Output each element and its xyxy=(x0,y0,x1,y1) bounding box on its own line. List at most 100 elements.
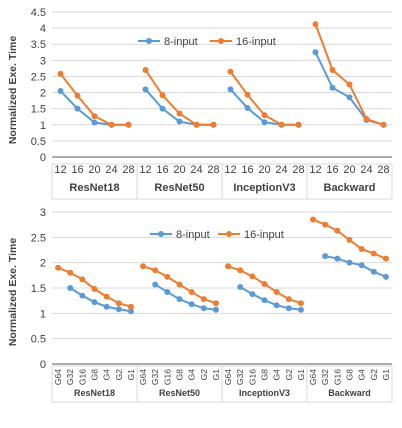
data-point xyxy=(261,112,268,119)
y-axis-label: Normalized Exe. Time xyxy=(7,238,19,347)
data-point xyxy=(91,286,98,293)
data-point xyxy=(295,121,302,128)
data-point xyxy=(329,84,336,91)
data-point xyxy=(159,92,166,99)
data-point xyxy=(285,305,292,312)
x-tick-label: G64 xyxy=(53,369,63,385)
data-point xyxy=(312,49,319,56)
data-point xyxy=(140,263,147,270)
data-point xyxy=(237,283,244,290)
data-point xyxy=(159,105,166,112)
data-point xyxy=(91,119,98,126)
x-tick-label: 12 xyxy=(54,164,66,176)
y-tick-label: 4 xyxy=(40,23,46,35)
x-tick-label: 24 xyxy=(275,164,287,176)
data-point xyxy=(103,293,110,300)
x-tick-label: G16 xyxy=(162,369,172,385)
y-tick-label: 0.5 xyxy=(31,334,46,346)
data-point xyxy=(127,303,134,310)
data-point xyxy=(370,268,377,275)
data-point xyxy=(115,306,122,313)
data-point xyxy=(67,269,74,276)
data-point xyxy=(57,70,64,77)
data-point xyxy=(346,94,353,101)
data-point xyxy=(152,267,159,274)
series-line xyxy=(69,287,132,313)
legend-label: 8-input xyxy=(164,36,198,48)
x-tick-label: G64 xyxy=(308,369,318,385)
x-tick-label: 16 xyxy=(71,164,83,176)
data-point xyxy=(108,121,115,128)
series-line xyxy=(314,51,384,126)
x-tick-label: 16 xyxy=(326,164,338,176)
group-label: ResNet50 xyxy=(159,388,200,398)
x-tick-label: G8 xyxy=(345,369,355,381)
data-point xyxy=(210,121,217,128)
x-tick-label: G1 xyxy=(211,369,221,381)
data-point xyxy=(176,110,183,117)
data-point xyxy=(103,303,110,310)
data-point xyxy=(188,301,195,308)
x-tick-label: 24 xyxy=(360,164,372,176)
legend-marker xyxy=(146,38,152,44)
x-tick-label: 20 xyxy=(173,164,185,176)
x-tick-label: G1 xyxy=(126,369,136,381)
x-tick-label: 20 xyxy=(343,164,355,176)
data-point xyxy=(329,67,336,73)
y-tick-label: 2.5 xyxy=(31,232,46,244)
y-axis-label: Normalized Exe. Time xyxy=(7,36,19,145)
x-tick-label: 12 xyxy=(139,164,151,176)
data-point xyxy=(370,250,377,257)
data-point xyxy=(285,296,292,303)
y-tick-label: 3 xyxy=(40,207,46,219)
data-point xyxy=(212,306,219,313)
data-point xyxy=(79,292,86,299)
x-tick-label: 12 xyxy=(224,164,236,176)
data-point xyxy=(322,221,329,228)
x-tick-label: 12 xyxy=(309,164,321,176)
x-tick-label: 28 xyxy=(122,164,134,176)
y-tick-label: 1 xyxy=(40,120,46,132)
data-point xyxy=(322,253,329,260)
data-point xyxy=(312,21,319,28)
data-point xyxy=(346,259,353,266)
data-point xyxy=(244,91,251,98)
y-tick-label: 2 xyxy=(40,258,46,270)
data-point xyxy=(55,264,62,271)
data-point xyxy=(164,289,171,296)
data-point xyxy=(74,92,81,99)
legend-marker xyxy=(158,231,164,237)
data-point xyxy=(380,121,387,128)
x-tick-label: G16 xyxy=(332,369,342,385)
data-point xyxy=(346,81,353,88)
data-point xyxy=(142,67,149,73)
x-tick-label: G2 xyxy=(284,369,294,381)
data-point xyxy=(67,285,74,291)
x-tick-label: G32 xyxy=(65,369,75,385)
x-tick-label: G4 xyxy=(272,369,282,381)
x-tick-label: 24 xyxy=(190,164,202,176)
data-point xyxy=(261,297,268,304)
data-point xyxy=(249,291,256,298)
x-tick-label: G8 xyxy=(175,369,185,381)
x-tick-label: 16 xyxy=(241,164,253,176)
data-point xyxy=(127,308,134,315)
x-tick-label: 28 xyxy=(207,164,219,176)
data-point xyxy=(200,296,207,303)
x-tick-label: G16 xyxy=(247,369,257,385)
x-tick-label: 28 xyxy=(377,164,389,176)
x-tick-label: G8 xyxy=(90,369,100,381)
data-point xyxy=(278,121,285,128)
x-tick-label: G64 xyxy=(138,369,148,385)
data-point xyxy=(142,86,149,93)
legend-label: 16-input xyxy=(244,229,284,241)
y-tick-label: 0 xyxy=(40,359,46,371)
data-point xyxy=(310,216,317,223)
x-tick-label: G1 xyxy=(296,369,306,381)
x-tick-label: G4 xyxy=(102,369,112,381)
y-tick-label: 3 xyxy=(40,55,46,67)
data-point xyxy=(79,276,86,283)
data-point xyxy=(152,281,159,288)
